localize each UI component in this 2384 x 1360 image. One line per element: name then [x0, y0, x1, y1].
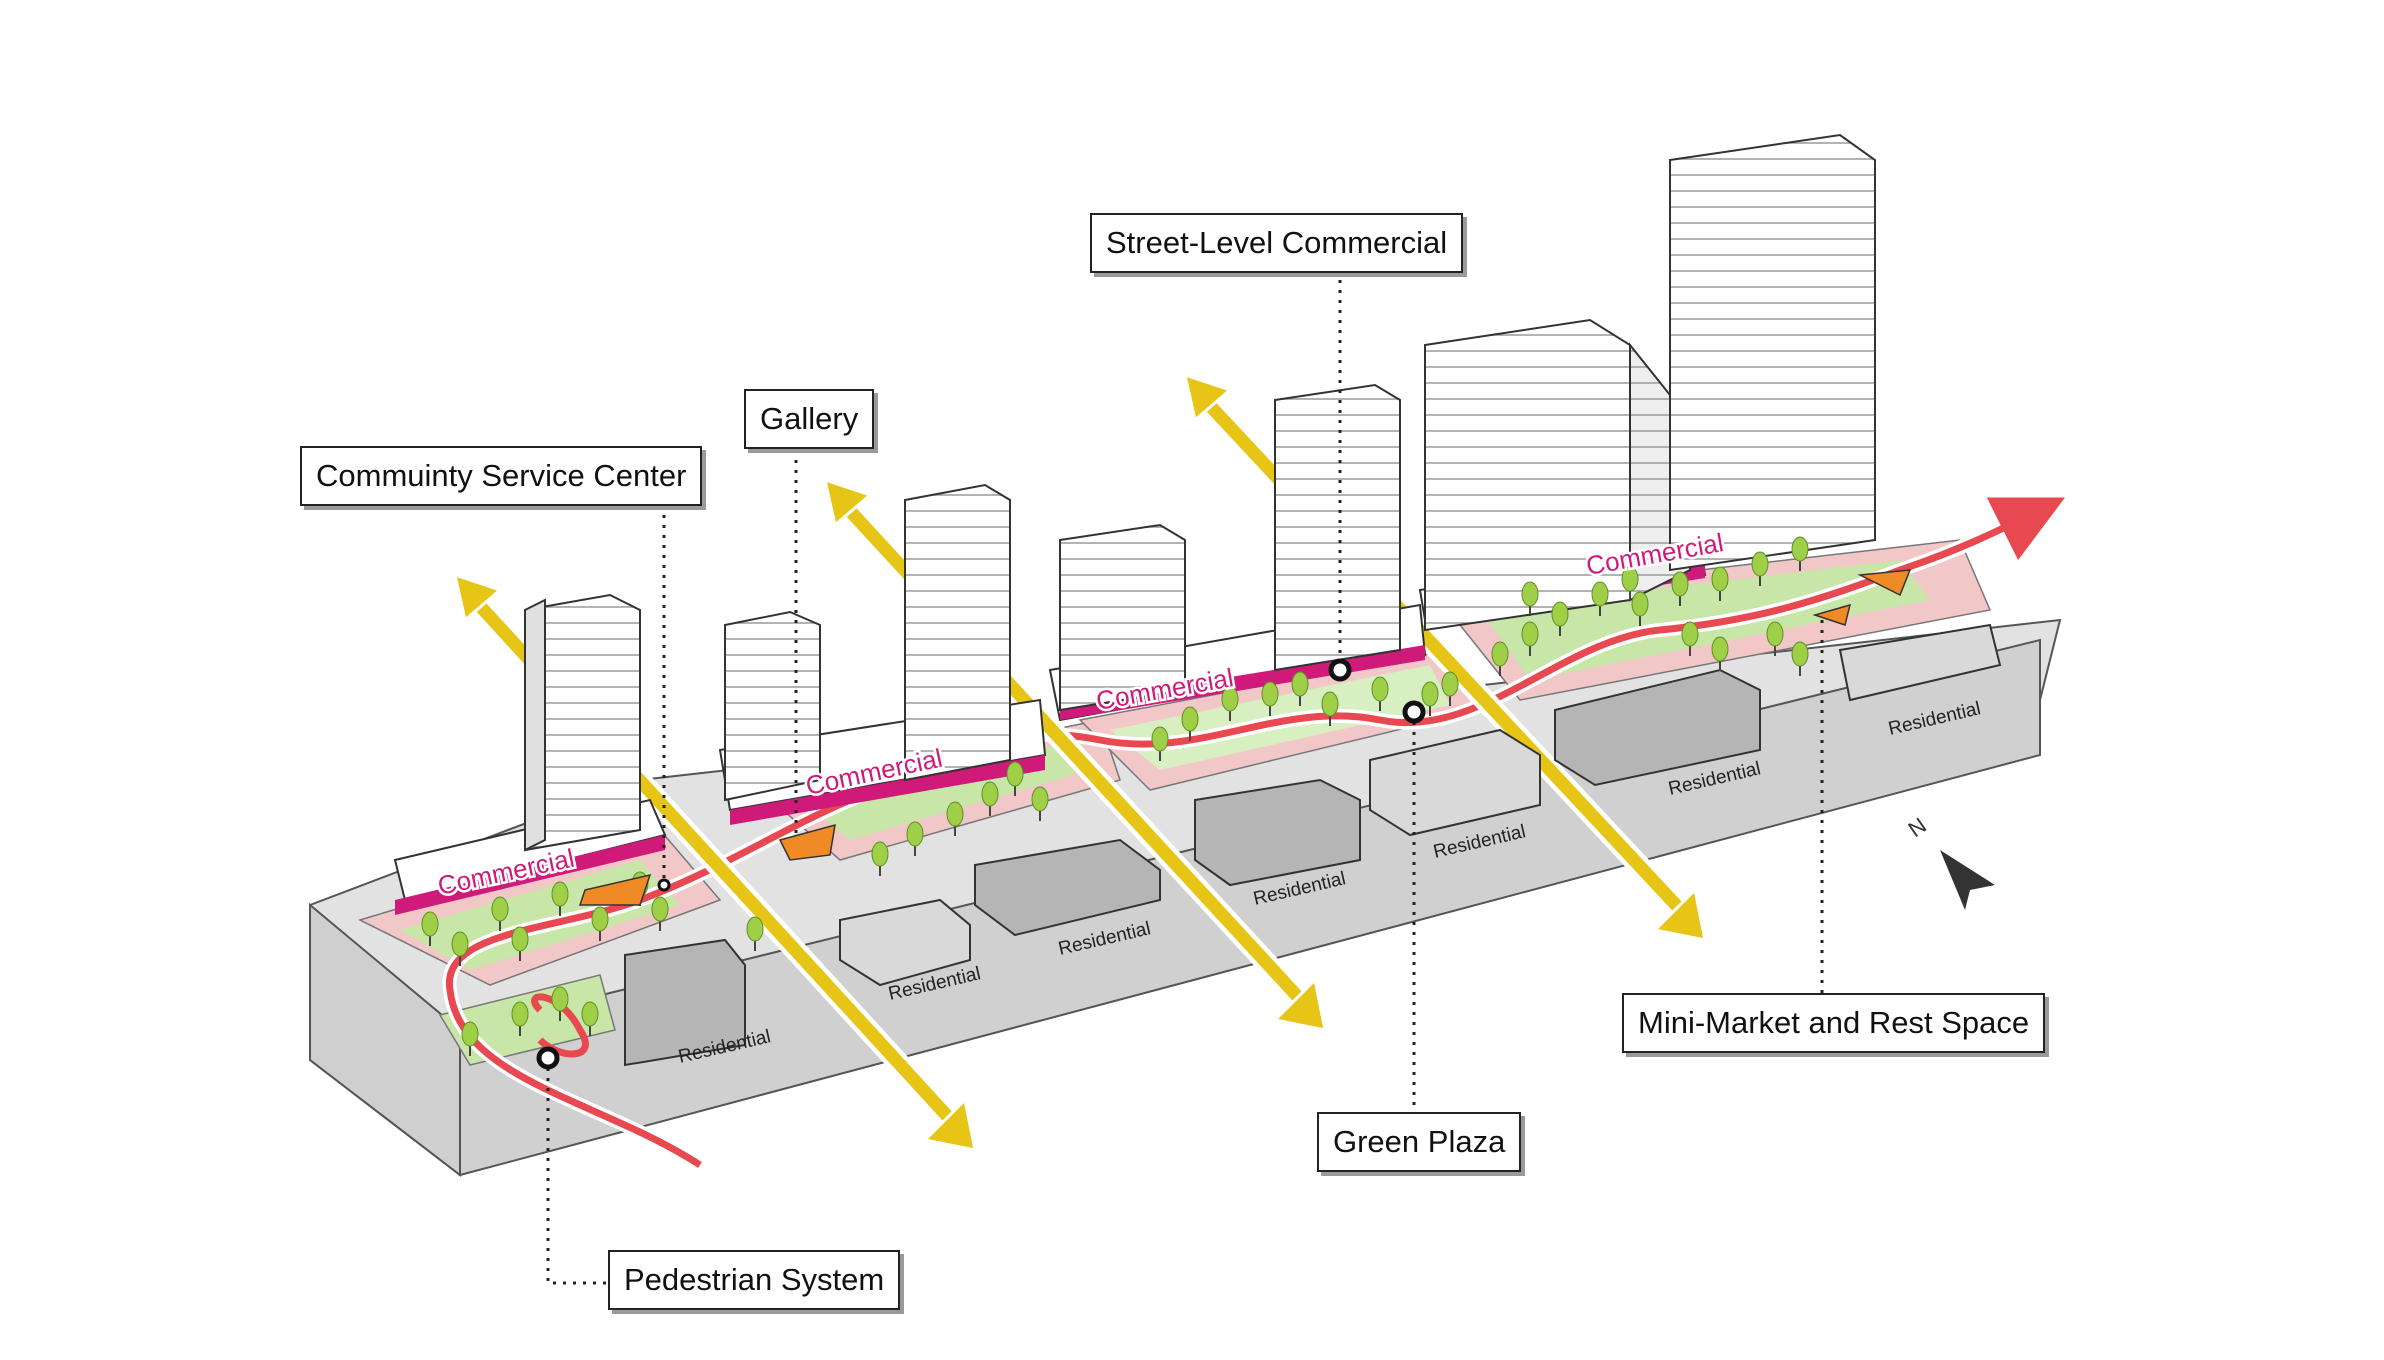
- tree: [906, 821, 924, 856]
- tree: [1321, 691, 1339, 726]
- callout-green-plaza: Green Plaza: [1317, 1112, 1522, 1172]
- green-plaza-marker: [1402, 700, 1426, 724]
- north-arrow: N: [1904, 813, 1995, 910]
- tree: [1491, 641, 1509, 676]
- tree: [1441, 671, 1459, 706]
- callout-gallery: Gallery: [744, 389, 875, 449]
- tree: [946, 801, 964, 836]
- tree: [1151, 726, 1169, 761]
- street-commercial-marker: [1328, 658, 1352, 682]
- tree: [1591, 581, 1609, 616]
- tree: [551, 986, 569, 1021]
- leader-markers: [536, 658, 1426, 1070]
- tree: [1711, 566, 1729, 601]
- north-arrow-icon: [1940, 850, 1995, 910]
- callout-street-level-commercial: Street-Level Commercial: [1090, 213, 1464, 273]
- orange-features: [578, 569, 1912, 906]
- tree: [871, 841, 889, 876]
- tree: [1521, 581, 1539, 616]
- tree: [1031, 786, 1049, 821]
- tree: [1181, 706, 1199, 741]
- tower-3b: [1274, 383, 1401, 672]
- tree: [1751, 551, 1769, 586]
- tree: [1711, 636, 1729, 671]
- tree: [1421, 681, 1439, 716]
- tree: [461, 1021, 479, 1056]
- tower-3a: [1059, 523, 1186, 712]
- pedestrian-marker: [536, 1046, 560, 1070]
- tree: [511, 1001, 529, 1036]
- tree: [1766, 621, 1784, 656]
- tree: [746, 916, 764, 951]
- tower-4a: [1424, 318, 1691, 632]
- tree: [1631, 591, 1649, 626]
- callout-mini-market: Mini-Market and Rest Space: [1622, 993, 2046, 1053]
- tree: [1671, 571, 1689, 606]
- residential-blocks: [624, 623, 2002, 1067]
- tree: [1261, 681, 1279, 716]
- leader-lines: [546, 270, 1824, 1285]
- callout-community-service-center: Commuinty Service Center: [300, 446, 703, 506]
- tree: [1291, 671, 1309, 706]
- tree: [1621, 566, 1639, 601]
- tree: [591, 906, 609, 941]
- north-label: N: [1904, 813, 1931, 843]
- tree: [981, 781, 999, 816]
- towers: [524, 133, 1876, 852]
- pedestrian-path: [442, 497, 2066, 1171]
- tree: [651, 896, 669, 931]
- tower-1: [524, 593, 641, 852]
- tower-2b: [904, 483, 1011, 782]
- tree: [551, 881, 569, 916]
- tree: [1371, 676, 1389, 711]
- tower-4b: [1669, 133, 1876, 572]
- community-marker: [657, 878, 671, 892]
- tree: [1791, 536, 1809, 571]
- tree: [1551, 601, 1569, 636]
- tree: [581, 1001, 599, 1036]
- tree: [1521, 621, 1539, 656]
- tree: [1006, 761, 1024, 796]
- tree: [421, 911, 439, 946]
- tree: [1681, 621, 1699, 656]
- tree: [451, 931, 469, 966]
- callout-pedestrian-system: Pedestrian System: [608, 1250, 901, 1310]
- tree: [1221, 686, 1239, 721]
- tree: [1791, 641, 1809, 676]
- tree: [491, 896, 509, 931]
- tree: [511, 926, 529, 961]
